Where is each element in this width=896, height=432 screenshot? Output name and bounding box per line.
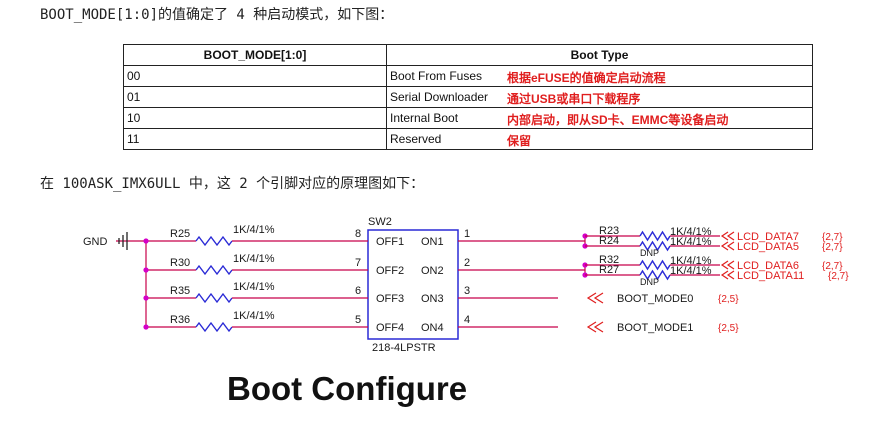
resistor-r30 xyxy=(195,264,233,276)
junction-dot xyxy=(143,267,149,273)
schematic-title: Boot Configure xyxy=(227,370,468,407)
header-boot-type: Boot Type xyxy=(386,44,813,66)
boot-type-cell: Boot From Fuses 根据eFUSE的值确定启动流程 xyxy=(386,65,813,87)
switch-on-label: ON4 xyxy=(421,322,444,334)
sheet-ref: {2,7} xyxy=(822,232,843,243)
resistor-value: 1K/4/1% xyxy=(233,224,275,236)
net-label: LCD_DATA5 xyxy=(737,241,799,253)
boot-type-note: 根据eFUSE的值确定启动流程 xyxy=(507,71,666,85)
boot-type-label: Boot From Fuses xyxy=(390,69,483,83)
switch-pin-right: 3 xyxy=(464,285,470,297)
net-label: LCD_DATA6 xyxy=(737,260,799,272)
sheet-ref: {2,7} xyxy=(822,261,843,272)
switch-on-label: ON1 xyxy=(421,236,444,248)
resistor-value: 1K/4/1% xyxy=(670,265,712,277)
net-label: BOOT_MODE0 xyxy=(617,293,693,305)
resistor-value: 1K/4/1% xyxy=(233,310,275,322)
resistor-ref: R27 xyxy=(599,264,619,276)
schematic-intro-text: 在 100ASK_IMX6ULL 中，这 2 个引脚对应的原理图如下： xyxy=(40,176,425,192)
intro-text: BOOT_MODE[1:0]的值确定了 4 种启动模式，如下图： xyxy=(40,7,394,23)
gnd-label: GND xyxy=(83,236,108,248)
net-flag-icon xyxy=(720,270,735,280)
resistor-r25 xyxy=(195,235,233,247)
resistor-r32 xyxy=(639,259,671,271)
switch-off-label: OFF2 xyxy=(376,265,404,277)
switch-pin-left: 7 xyxy=(355,257,361,269)
boot-type-note: 通过USB或串口下载程序 xyxy=(507,92,641,106)
table-row: 10 Internal Boot 内部启动，即从SD卡、EMMC等设备启动 xyxy=(123,107,813,129)
boot-type-cell: Serial Downloader 通过USB或串口下载程序 xyxy=(386,86,813,108)
resistor-ref: R36 xyxy=(170,314,190,326)
resistor-r23 xyxy=(639,230,671,242)
switch-off-label: OFF1 xyxy=(376,236,404,248)
switch-off-label: OFF4 xyxy=(376,322,404,334)
resistor-ref: R24 xyxy=(599,235,619,247)
sheet-ref: {2,7} xyxy=(828,271,849,282)
resistor-value: 1K/4/1% xyxy=(670,226,712,238)
resistor-value: 1K/4/1% xyxy=(670,236,712,248)
table-row: 11 Reserved 保留 xyxy=(123,128,813,150)
switch-pin-right: 2 xyxy=(464,257,470,269)
resistor-value: 1K/4/1% xyxy=(233,281,275,293)
dnp-label: DNP xyxy=(640,248,659,258)
net-flag-icon xyxy=(720,260,735,270)
switch-body xyxy=(367,229,459,340)
resistor-value: 1K/4/1% xyxy=(670,255,712,267)
net-label: LCD_DATA7 xyxy=(737,231,799,243)
table-row: 01 Serial Downloader 通过USB或串口下载程序 xyxy=(123,86,813,108)
junction-dot xyxy=(143,295,149,301)
resistor-ref: R25 xyxy=(170,228,190,240)
switch-off-label: OFF3 xyxy=(376,293,404,305)
switch-on-label: ON2 xyxy=(421,265,444,277)
junction-dot xyxy=(143,238,149,244)
switch-pin-right: 1 xyxy=(464,228,470,240)
boot-type-label: Reserved xyxy=(390,132,442,146)
switch-pin-left: 6 xyxy=(355,285,361,297)
net-flag-icon xyxy=(720,241,735,251)
boot-mode-cell: 00 xyxy=(123,65,387,87)
switch-name: SW2 xyxy=(368,216,392,228)
resistor-r36 xyxy=(195,321,233,333)
resistor-r27 xyxy=(639,269,671,281)
switch-part-number: 218-4LPSTR xyxy=(372,342,436,354)
switch-pin-right: 4 xyxy=(464,314,470,326)
switch-on-label: ON3 xyxy=(421,293,444,305)
boot-mode-cell: 11 xyxy=(123,128,387,150)
net-label: BOOT_MODE1 xyxy=(617,322,693,334)
switch-pin-left: 8 xyxy=(355,228,361,240)
resistor-r24 xyxy=(639,240,671,252)
switch-pin-left: 5 xyxy=(355,314,361,326)
boot-mode-table: BOOT_MODE[1:0] Boot Type 00 Boot From Fu… xyxy=(123,44,813,150)
dnp-label: DNP xyxy=(640,277,659,287)
header-boot-mode: BOOT_MODE[1:0] xyxy=(123,44,387,66)
resistor-ref: R23 xyxy=(599,225,619,237)
boot-type-label: Serial Downloader xyxy=(390,90,489,104)
sheet-ref: {2,7} xyxy=(822,242,843,253)
boot-mode-cell: 01 xyxy=(123,86,387,108)
sheet-ref: {2,5} xyxy=(718,323,739,334)
resistor-ref: R30 xyxy=(170,257,190,269)
boot-type-cell: Internal Boot 内部启动，即从SD卡、EMMC等设备启动 xyxy=(386,107,813,129)
boot-type-label: Internal Boot xyxy=(390,111,459,125)
boot-mode-cell: 10 xyxy=(123,107,387,129)
boot-type-note: 内部启动，即从SD卡、EMMC等设备启动 xyxy=(507,113,729,127)
table-row: 00 Boot From Fuses 根据eFUSE的值确定启动流程 xyxy=(123,65,813,87)
resistor-ref: R35 xyxy=(170,285,190,297)
boot-type-note: 保留 xyxy=(507,134,532,148)
boot-type-cell: Reserved 保留 xyxy=(386,128,813,150)
net-label: LCD_DATA11 xyxy=(737,270,804,282)
table-header-row: BOOT_MODE[1:0] Boot Type xyxy=(123,44,813,66)
resistor-ref: R32 xyxy=(599,254,619,266)
junction-dot xyxy=(143,324,149,330)
net-flag-icon xyxy=(586,321,604,333)
resistor-value: 1K/4/1% xyxy=(233,253,275,265)
sheet-ref: {2,5} xyxy=(718,294,739,305)
net-flag-icon xyxy=(586,292,604,304)
resistor-r35 xyxy=(195,292,233,304)
net-flag-icon xyxy=(720,231,735,241)
